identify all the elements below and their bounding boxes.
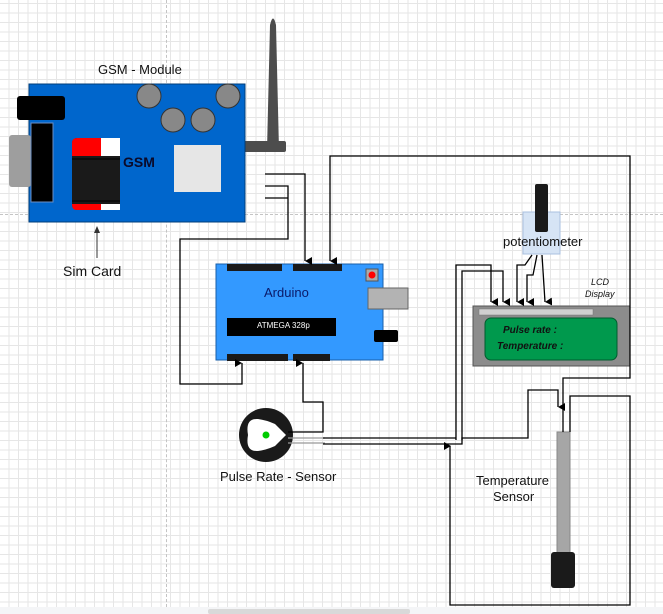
potentiometer[interactable] xyxy=(522,184,561,255)
wire-pot-1 xyxy=(516,254,533,306)
arduino-led xyxy=(368,271,376,279)
wire-temp-to-arduino xyxy=(329,155,631,404)
page-break-vertical xyxy=(166,0,167,607)
gsm-chip-label: GSM xyxy=(123,154,155,170)
lcd-label-line2: Display xyxy=(585,289,615,299)
sim-card-label: Sim Card xyxy=(63,263,122,279)
wire-pot-3 xyxy=(541,254,553,306)
arduino-header-bottom-left xyxy=(227,354,288,361)
lcd-label-line1: LCD xyxy=(591,277,610,287)
wire-gsm-gnd xyxy=(179,185,289,385)
wire-gsm-tx xyxy=(265,173,312,265)
arduino-label: Arduino xyxy=(264,285,309,300)
pulse-sensor-label: Pulse Rate - Sensor xyxy=(220,469,337,484)
horizontal-scrollbar[interactable] xyxy=(208,609,410,614)
temperature-sensor[interactable] xyxy=(551,431,575,588)
arduino-power-jack xyxy=(374,330,398,342)
pulse-indicator-dot xyxy=(262,431,270,439)
gsm-chip xyxy=(174,145,221,192)
arduino-board[interactable] xyxy=(215,263,409,361)
pulse-sensor[interactable] xyxy=(239,408,293,462)
gsm-capacitor xyxy=(215,83,241,109)
wire-pot-2 xyxy=(526,254,538,306)
wire-pulse-gnd xyxy=(323,389,565,445)
wire-pulse-signal xyxy=(288,359,324,433)
wire-lcd-1 xyxy=(455,264,498,440)
potentiometer-label: potentiometer xyxy=(503,234,583,249)
gsm-port xyxy=(9,135,31,187)
wires xyxy=(179,155,631,606)
arduino-chip-label: ATMEGA 328p xyxy=(257,321,310,330)
page-break-horizontal xyxy=(0,214,663,215)
wire-lcd-2 xyxy=(461,270,510,440)
temperature-sensor-label-line1: Temperature xyxy=(476,473,549,488)
arduino-header-top-right xyxy=(293,264,342,271)
gsm-capacitor xyxy=(190,107,216,133)
gsm-module[interactable] xyxy=(9,83,246,223)
arduino-usb-port xyxy=(367,287,409,310)
gsm-power-jack xyxy=(17,96,65,120)
gsm-capacitor xyxy=(160,107,186,133)
gsm-antenna xyxy=(243,18,286,152)
sim-card-slot xyxy=(72,138,120,210)
temperature-sensor-label-line2: Sensor xyxy=(493,489,535,504)
lcd-line-temperature: Temperature : xyxy=(497,341,564,352)
gsm-header xyxy=(30,122,54,203)
wire-temp-loop xyxy=(444,395,631,606)
gsm-capacitor xyxy=(136,83,162,109)
gsm-module-label: GSM - Module xyxy=(98,62,182,77)
arduino-header-bottom-right xyxy=(293,354,330,361)
lcd-line-pulse-rate: Pulse rate : xyxy=(503,325,557,336)
lcd-display[interactable] xyxy=(472,305,631,367)
arduino-header-top-left xyxy=(227,264,282,271)
arduino-chip xyxy=(227,318,336,336)
